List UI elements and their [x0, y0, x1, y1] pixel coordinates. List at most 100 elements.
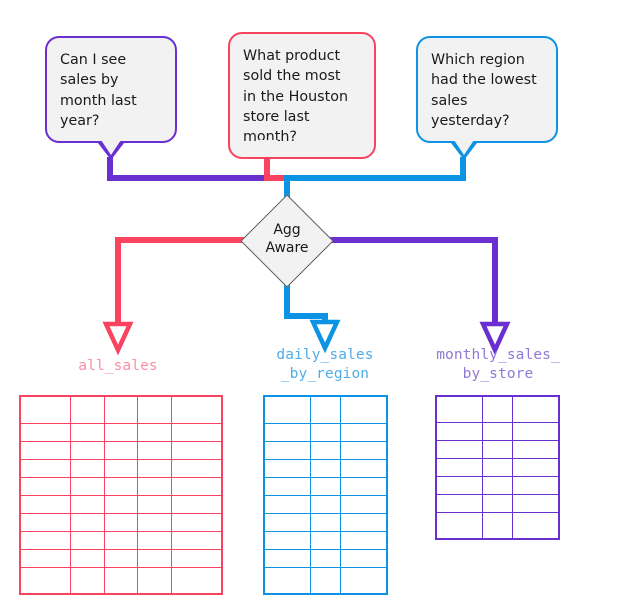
bubble-tail-monthly-fill — [101, 140, 121, 155]
table-row — [19, 458, 223, 478]
table-monthly-sales-by-store[interactable] — [435, 395, 560, 540]
table-cell — [70, 548, 105, 568]
table-daily-sales-by-region[interactable] — [263, 395, 388, 595]
table-cell — [103, 512, 139, 532]
table-cell — [103, 476, 139, 496]
table-cell — [19, 548, 71, 568]
table-row — [263, 548, 388, 568]
wire-purple-out — [330, 237, 498, 329]
table-cell — [512, 493, 560, 513]
table-cell — [170, 458, 223, 478]
table-cell — [340, 440, 388, 460]
question-bubble-product[interactable]: What product sold the most in the Housto… — [228, 32, 376, 160]
table-row — [263, 476, 388, 496]
table-cell — [170, 494, 223, 514]
table-cell — [19, 395, 71, 424]
table-cell — [435, 458, 483, 477]
table-cell — [309, 494, 342, 514]
table-row — [263, 422, 388, 442]
table-cell — [103, 548, 139, 568]
table-cell — [103, 458, 139, 478]
table-cell — [263, 548, 311, 568]
table-caption-daily-sales-by-region: daily_sales _by_region — [276, 347, 374, 383]
table-row — [435, 475, 560, 495]
table-cell — [263, 395, 311, 424]
table-cell — [309, 512, 342, 532]
arrowhead-monthly — [479, 321, 511, 356]
table-cell — [512, 395, 560, 424]
table-cell — [263, 494, 311, 514]
table-cell — [263, 530, 311, 550]
table-row — [435, 511, 560, 540]
table-all-sales[interactable] — [19, 395, 223, 595]
table-cell — [340, 512, 388, 532]
table-cell — [137, 548, 172, 568]
table-cell — [19, 476, 71, 496]
table-row — [263, 512, 388, 532]
table-cell — [435, 395, 483, 424]
question-bubble-region[interactable]: Which region had the lowest sales yester… — [416, 36, 558, 144]
arrowhead-all-sales — [102, 321, 134, 356]
table-cell — [170, 395, 223, 424]
table-row — [19, 440, 223, 460]
bubble-tail-product-fill — [258, 140, 278, 155]
table-cell — [263, 422, 311, 442]
table-row — [263, 566, 388, 595]
table-cell — [309, 548, 342, 568]
table-row — [19, 530, 223, 550]
table-cell — [137, 440, 172, 460]
table-cell — [137, 566, 172, 595]
table-caption-monthly-sales-by-store: monthly_sales_ by_store — [436, 347, 560, 383]
wire-pink-in — [264, 157, 290, 181]
table-cell — [137, 512, 172, 532]
table-cell — [103, 395, 139, 424]
table-row — [435, 422, 560, 442]
table-cell — [512, 475, 560, 495]
table-cell — [103, 440, 139, 460]
table-cell — [19, 494, 71, 514]
table-cell — [309, 458, 342, 478]
table-cell — [137, 476, 172, 496]
table-cell — [435, 475, 483, 495]
table-cell — [309, 566, 342, 595]
table-cell — [137, 422, 172, 442]
table-row — [263, 395, 388, 424]
table-cell — [170, 548, 223, 568]
table-row — [19, 395, 223, 424]
table-cell — [137, 458, 172, 478]
table-row — [263, 494, 388, 514]
table-cell — [263, 476, 311, 496]
table-row — [435, 493, 560, 513]
table-cell — [263, 512, 311, 532]
table-cell — [19, 512, 71, 532]
table-cell — [309, 395, 342, 424]
table-row — [19, 494, 223, 514]
table-cell — [19, 458, 71, 478]
table-cell — [481, 475, 514, 495]
table-cell — [481, 511, 514, 540]
question-bubble-region-text: Which region had the lowest sales yester… — [431, 52, 537, 129]
table-cell — [340, 530, 388, 550]
table-cell — [170, 566, 223, 595]
table-cell — [70, 422, 105, 442]
question-bubble-product-text: What product sold the most in the Housto… — [243, 48, 349, 146]
wire-pink-out — [115, 237, 244, 329]
bubble-tail-region-fill — [454, 140, 474, 155]
table-cell — [137, 530, 172, 550]
table-row — [263, 458, 388, 478]
table-cell — [512, 440, 560, 460]
table-cell — [340, 422, 388, 442]
table-cell — [70, 476, 105, 496]
question-bubble-monthly[interactable]: Can I see sales by month last year? — [45, 36, 177, 144]
table-cell — [19, 440, 71, 460]
table-cell — [19, 530, 71, 550]
wire-purple-in — [107, 157, 290, 181]
table-cell — [340, 548, 388, 568]
table-cell — [19, 566, 71, 595]
table-cell — [512, 511, 560, 540]
table-row — [435, 440, 560, 460]
table-cell — [19, 422, 71, 442]
table-cell — [70, 512, 105, 532]
